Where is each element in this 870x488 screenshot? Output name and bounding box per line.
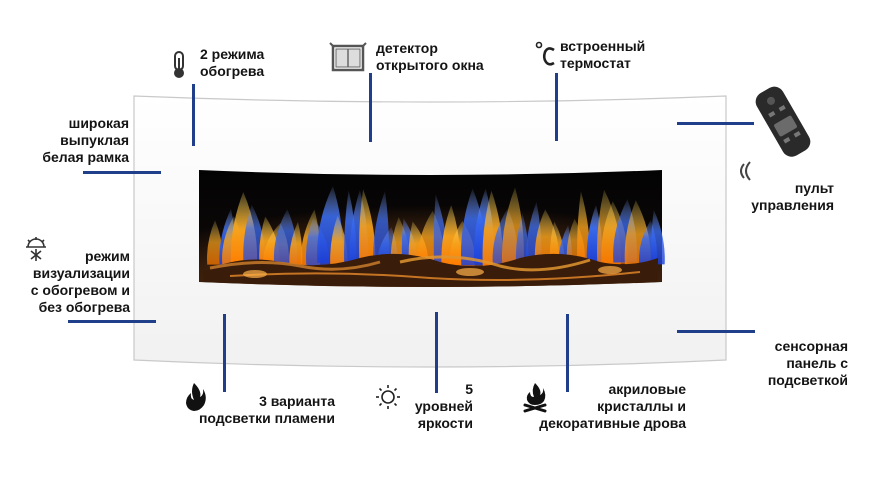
callout-text: пульт	[794, 180, 834, 196]
leader-line-remote	[677, 122, 754, 125]
callout-window-detector: детектор открытого окна	[376, 40, 484, 74]
callout-heating-modes: 2 режима обогрева	[200, 46, 264, 80]
callout-text: подсветкой	[767, 372, 848, 388]
callout-text: управления	[751, 197, 834, 213]
callout-crystals-wood: акриловые кристаллы и декоративные дрова	[539, 381, 686, 432]
leader-line-thermostat	[555, 73, 558, 141]
callout-text: яркости	[417, 415, 473, 431]
callout-text: панель с	[786, 355, 848, 371]
signal-waves-icon	[740, 161, 751, 181]
leader-line-touch-panel	[677, 330, 755, 333]
callout-text: 5	[465, 381, 473, 397]
callout-text: уровней	[414, 398, 473, 414]
snowflake-sun-icon	[26, 237, 46, 261]
flame-icon	[186, 383, 206, 411]
callout-text: визуализации	[32, 265, 130, 281]
callout-touch-panel: сенсорная панель с подсветкой	[768, 338, 848, 389]
campfire-icon	[523, 383, 547, 413]
flame-tongue	[207, 220, 223, 265]
callout-text: термостат	[560, 55, 631, 71]
callout-text: выпуклая	[60, 132, 129, 148]
flame-tongue	[289, 221, 303, 266]
callout-text: подсветки пламени	[198, 410, 335, 426]
callout-remote: пульт управления	[751, 180, 834, 214]
callout-text: сенсорная	[774, 338, 848, 354]
callout-text: встроенный	[560, 38, 646, 54]
callout-text: кристаллы и	[597, 398, 686, 414]
callout-brightness: 5 уровней яркости	[415, 381, 473, 432]
window-icon	[329, 42, 367, 72]
thermometer-icon	[174, 51, 184, 78]
flame-tongue	[515, 212, 529, 265]
callout-text: 3 варианта	[259, 393, 335, 409]
remote-control-icon	[755, 86, 811, 157]
leader-line-heating-modes	[192, 84, 195, 146]
sun-icon	[376, 385, 400, 409]
flames	[207, 186, 665, 268]
decorative-logs	[203, 253, 658, 287]
flame-tongue	[359, 189, 376, 264]
callout-text: обогрева	[200, 63, 265, 79]
callout-text: режим	[84, 248, 130, 264]
callout-text: акриловые	[608, 381, 686, 397]
leader-line-brightness	[435, 312, 438, 393]
callout-text: с обогревом и	[30, 282, 130, 298]
leader-line-crystals	[566, 314, 569, 392]
callout-thermostat: встроенный термостат	[560, 38, 645, 72]
callout-text: 2 режима	[200, 46, 265, 62]
callout-text: широкая	[68, 115, 129, 131]
thermostat-celsius-icon	[535, 41, 555, 66]
callout-text: без обогрева	[38, 299, 130, 315]
callout-visual-mode: режим визуализации с обогревом и без обо…	[31, 248, 130, 316]
callout-flame-colors: 3 варианта подсветки пламени	[199, 393, 335, 427]
flame-tongue	[651, 209, 665, 265]
callout-text: открытого окна	[376, 57, 484, 73]
callout-wide-frame: широкая выпуклая белая рамка	[42, 115, 129, 166]
leader-line-window-detector	[369, 73, 372, 142]
leader-line-flame-colors	[223, 314, 226, 392]
callout-text: белая рамка	[42, 149, 129, 165]
flame-tongue	[577, 191, 590, 264]
leader-line-visual-mode	[68, 320, 156, 323]
flame-tongue	[330, 215, 348, 268]
leader-line-wide-frame	[83, 171, 161, 174]
callout-text: детектор	[376, 40, 438, 56]
callout-text: декоративные дрова	[539, 415, 686, 431]
